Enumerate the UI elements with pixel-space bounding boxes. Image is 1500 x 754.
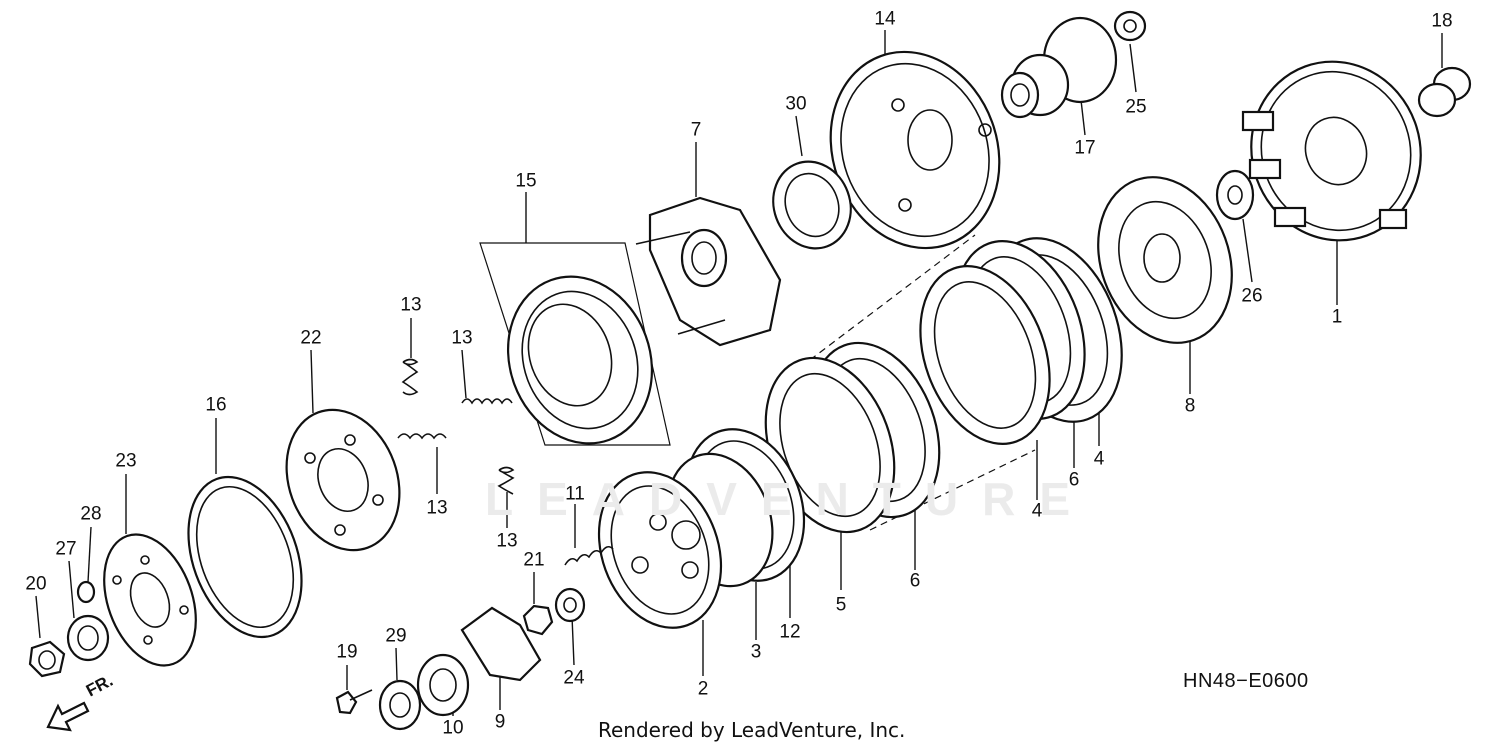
callout-2[interactable]: 2 <box>697 678 709 700</box>
friction-disk <box>919 265 1051 445</box>
clutch-shoes <box>506 275 654 445</box>
callout-14[interactable]: 14 <box>874 8 896 30</box>
bearing-holder <box>416 653 470 717</box>
callout-23[interactable]: 23 <box>115 450 137 472</box>
callout-9[interactable]: 9 <box>494 711 506 733</box>
callout-13[interactable]: 13 <box>400 294 422 316</box>
callout-10[interactable]: 10 <box>442 717 464 739</box>
washer-27 <box>66 614 110 662</box>
callout-19[interactable]: 19 <box>336 641 358 663</box>
callout-4[interactable]: 4 <box>1031 500 1043 522</box>
callout-3[interactable]: 3 <box>750 641 762 663</box>
bolt-19 <box>335 689 373 715</box>
one-way-clutch <box>772 160 852 250</box>
bearing-29 <box>378 679 422 731</box>
callout-16[interactable]: 16 <box>205 394 227 416</box>
nut-21 <box>522 604 554 636</box>
callout-8[interactable]: 8 <box>1184 395 1196 417</box>
spring-11 <box>564 545 614 566</box>
springs-13 <box>397 358 515 495</box>
callout-28[interactable]: 28 <box>80 503 102 525</box>
plate-22 <box>285 408 401 552</box>
clutch-outer <box>1241 60 1422 242</box>
rendered-by-footer: Rendered by LeadVenture, Inc. <box>598 718 906 742</box>
callout-24[interactable]: 24 <box>563 667 585 689</box>
callout-22[interactable]: 22 <box>300 327 322 349</box>
callout-27[interactable]: 27 <box>55 538 77 560</box>
callout-11[interactable]: 11 <box>565 483 585 505</box>
clutch-pressure-plate <box>597 471 723 629</box>
callout-15[interactable]: 15 <box>515 170 537 192</box>
callout-21[interactable]: 21 <box>523 549 545 571</box>
callout-1[interactable]: 1 <box>1331 306 1343 328</box>
front-arrow-icon <box>46 701 90 732</box>
watermark: LEADVENTURE <box>485 473 1095 525</box>
bushing <box>1417 66 1472 118</box>
callout-25[interactable]: 25 <box>1125 96 1147 118</box>
callout-13[interactable]: 13 <box>451 327 473 349</box>
callout-20[interactable]: 20 <box>25 573 47 595</box>
washer-26 <box>1215 169 1255 221</box>
primary-gear <box>1000 16 1118 119</box>
callout-6[interactable]: 6 <box>909 570 921 592</box>
callout-7[interactable]: 7 <box>690 119 702 141</box>
callout-26[interactable]: 26 <box>1241 285 1263 307</box>
callout-13[interactable]: 13 <box>496 530 518 552</box>
callout-18[interactable]: 18 <box>1431 10 1453 32</box>
washer-28 <box>76 580 96 604</box>
callout-5[interactable]: 5 <box>835 594 847 616</box>
diagram-code: HN48−E0600 <box>1183 670 1309 692</box>
nut-20 <box>28 640 66 678</box>
drive-plate <box>635 196 782 347</box>
callout-13[interactable]: 13 <box>426 497 448 519</box>
callout-17[interactable]: 17 <box>1074 137 1096 159</box>
callout-4[interactable]: 4 <box>1093 448 1105 470</box>
plate-9 <box>460 606 542 682</box>
callout-12[interactable]: 12 <box>779 621 801 643</box>
callout-30[interactable]: 30 <box>785 93 807 115</box>
callout-29[interactable]: 29 <box>385 625 407 647</box>
plate-23 <box>103 533 197 667</box>
washer-25 <box>1113 10 1147 42</box>
pressure-plate <box>1097 176 1233 344</box>
callout-6[interactable]: 6 <box>1068 469 1080 491</box>
washer-24 <box>554 587 586 623</box>
